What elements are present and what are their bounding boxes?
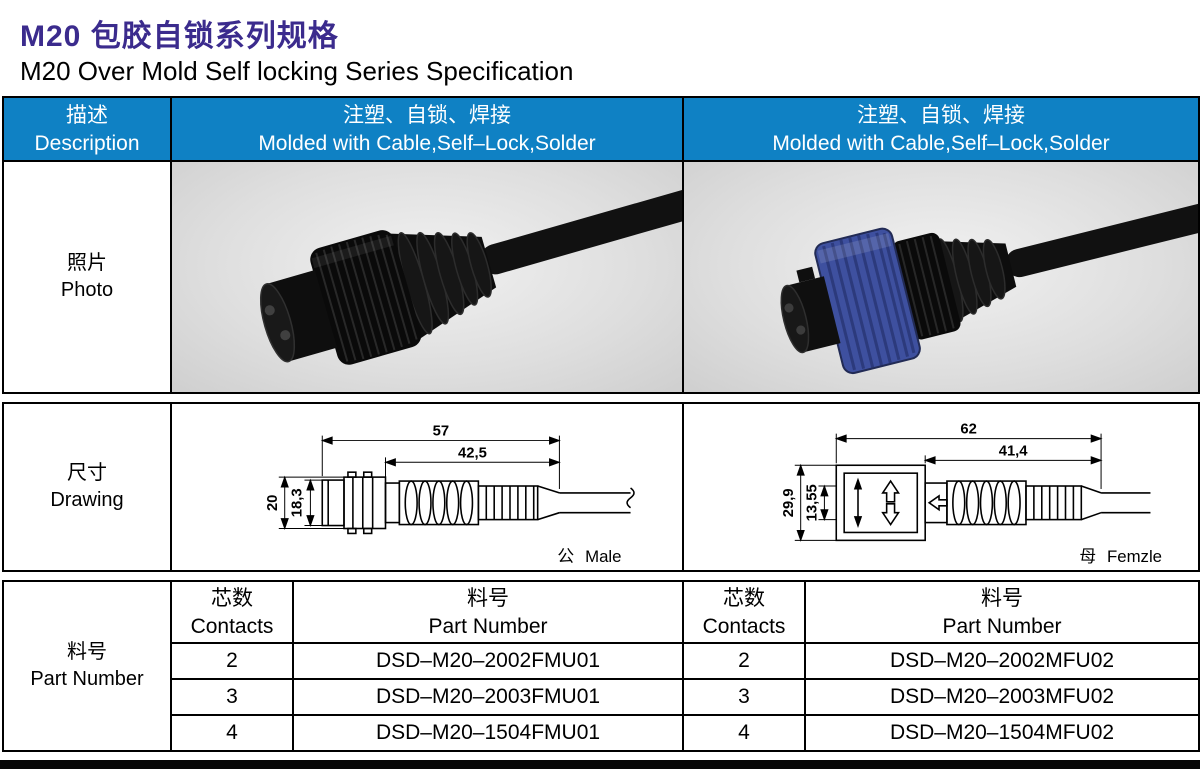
header-male-cn: 注塑、自锁、焊接 xyxy=(343,104,511,127)
male-connector-body xyxy=(259,187,681,365)
drawing-row: 尺寸 Drawing xyxy=(2,402,1200,572)
contacts-value: 4 xyxy=(682,714,806,752)
contacts-value: 4 xyxy=(170,714,294,752)
female-dim-height2: 13,55 xyxy=(805,484,821,521)
female-drawing-dimensions xyxy=(794,433,1103,542)
page-title: M20 包胶自锁系列规格 xyxy=(20,20,339,53)
parts-header-contacts-left: 芯数 Contacts xyxy=(170,580,294,644)
female-connector-photo xyxy=(682,160,1200,394)
parts-part-right-en: Part Number xyxy=(942,615,1062,638)
header-female-en: Molded with Cable,Self–Lock,Solder xyxy=(772,132,1110,155)
parts-header-contacts-right: 芯数 Contacts xyxy=(682,580,806,644)
photo-label-en: Photo xyxy=(60,279,114,301)
header-female-cell: 注塑、自锁、焊接 Molded with Cable,Self–Lock,Sol… xyxy=(682,96,1200,162)
parts-label-en: Part Number xyxy=(30,668,144,690)
male-drawing-dim-labels: 57 42,5 20 18,3 xyxy=(265,424,487,518)
header-description-cell: 描述 Description xyxy=(2,96,172,162)
parts-part-left-cn: 料号 xyxy=(467,587,509,610)
parts-subheader-row: 料号 Part Number 芯数 Contacts 料号 Part Numbe… xyxy=(2,580,1200,752)
female-drawing: 62 41,4 29,9 13,55 母 Femzle xyxy=(682,402,1200,572)
male-caption-cn: 公 xyxy=(557,547,574,566)
contacts-value: 3 xyxy=(170,678,294,716)
drawing-table: 尺寸 Drawing xyxy=(2,402,1200,572)
header-description-en: Description xyxy=(34,132,140,155)
male-drawing-image: 57 42,5 20 18,3 公 Male xyxy=(265,424,635,566)
female-dim-height: 29,9 xyxy=(781,488,797,517)
contacts-value: 2 xyxy=(170,642,294,680)
part-number-value: DSD–M20–2003MFU02 xyxy=(804,678,1200,716)
header-male-en: Molded with Cable,Self–Lock,Solder xyxy=(258,132,596,155)
male-drawing-caption: 公 Male xyxy=(557,547,621,566)
male-dim-inner: 42,5 xyxy=(458,445,487,461)
part-number-value: DSD–M20–1504FMU01 xyxy=(292,714,684,752)
header-photo-table: 描述 Description 注塑、自锁、焊接 Molded with Cabl… xyxy=(2,96,1200,394)
parts-contacts-left-en: Contacts xyxy=(190,615,274,638)
part-number-value: DSD–M20–1504MFU02 xyxy=(804,714,1200,752)
contacts-value: 2 xyxy=(682,642,806,680)
parts-contacts-right-cn: 芯数 xyxy=(723,587,765,610)
part-row: 2 DSD–M20–2002FMU01 2 DSD–M20–2002MFU02 xyxy=(3,642,1200,680)
male-dim-height: 20 xyxy=(265,495,281,511)
male-dim-height2: 18,3 xyxy=(290,488,306,517)
parts-label-cn: 料号 xyxy=(67,641,107,663)
male-connector-photo-image xyxy=(259,187,681,365)
header-female-cn: 注塑、自锁、焊接 xyxy=(857,104,1025,127)
header-description-cn: 描述 xyxy=(66,104,108,127)
contacts-value: 3 xyxy=(682,678,806,716)
male-drawing: 57 42,5 20 18,3 公 Male xyxy=(170,402,684,572)
male-caption-en: Male xyxy=(585,547,621,566)
table-header-row: 描述 Description 注塑、自锁、焊接 Molded with Cabl… xyxy=(2,96,1200,162)
drawing-label-cn: 尺寸 xyxy=(67,462,107,484)
header-male-cell: 注塑、自锁、焊接 Molded with Cable,Self–Lock,Sol… xyxy=(170,96,684,162)
female-caption-cn: 母 xyxy=(1079,547,1096,566)
parts-row-label: 料号 Part Number xyxy=(2,580,172,752)
part-number-value: DSD–M20–2002MFU02 xyxy=(804,642,1200,680)
female-drawing-caption: 母 Femzle xyxy=(1079,547,1162,566)
part-number-value: DSD–M20–2002FMU01 xyxy=(292,642,684,680)
parts-header-part-right: 料号 Part Number xyxy=(804,580,1200,644)
female-drawing-outline xyxy=(835,464,1151,542)
parts-header-part-left: 料号 Part Number xyxy=(292,580,684,644)
photo-label-cn: 照片 xyxy=(67,252,107,274)
drawing-label-en: Drawing xyxy=(50,489,124,511)
photo-row-label: 照片 Photo xyxy=(2,160,172,394)
female-connector-photo-image xyxy=(780,200,1197,375)
male-drawing-dimensions xyxy=(278,435,561,530)
part-row: 4 DSD–M20–1504FMU01 4 DSD–M20–1504MFU02 xyxy=(3,714,1200,752)
male-drawing-outline xyxy=(321,471,635,535)
drawing-row-label: 尺寸 Drawing xyxy=(2,402,172,572)
male-connector-photo xyxy=(170,160,684,394)
part-number-table: 料号 Part Number 芯数 Contacts 料号 Part Numbe… xyxy=(2,580,1200,752)
photo-row: 照片 Photo xyxy=(2,160,1200,394)
female-drawing-image: 62 41,4 29,9 13,55 母 Femzle xyxy=(781,422,1162,566)
parts-part-left-en: Part Number xyxy=(428,615,548,638)
page-subtitle: M20 Over Mold Self locking Series Specif… xyxy=(20,56,574,86)
part-number-value: DSD–M20–2003FMU01 xyxy=(292,678,684,716)
female-dim-total: 62 xyxy=(960,422,976,438)
parts-contacts-left-cn: 芯数 xyxy=(211,587,253,610)
female-connector-body xyxy=(780,200,1197,375)
bottom-bar xyxy=(0,760,1200,769)
female-dim-inner: 41,4 xyxy=(999,443,1029,459)
male-dim-total: 57 xyxy=(433,424,449,440)
parts-contacts-right-en: Contacts xyxy=(702,615,786,638)
part-row: 3 DSD–M20–2003FMU01 3 DSD–M20–2003MFU02 xyxy=(3,678,1200,716)
parts-part-right-cn: 料号 xyxy=(981,587,1023,610)
female-caption-en: Femzle xyxy=(1107,547,1162,566)
female-drawing-dim-labels: 62 41,4 29,9 13,55 xyxy=(781,422,1029,522)
